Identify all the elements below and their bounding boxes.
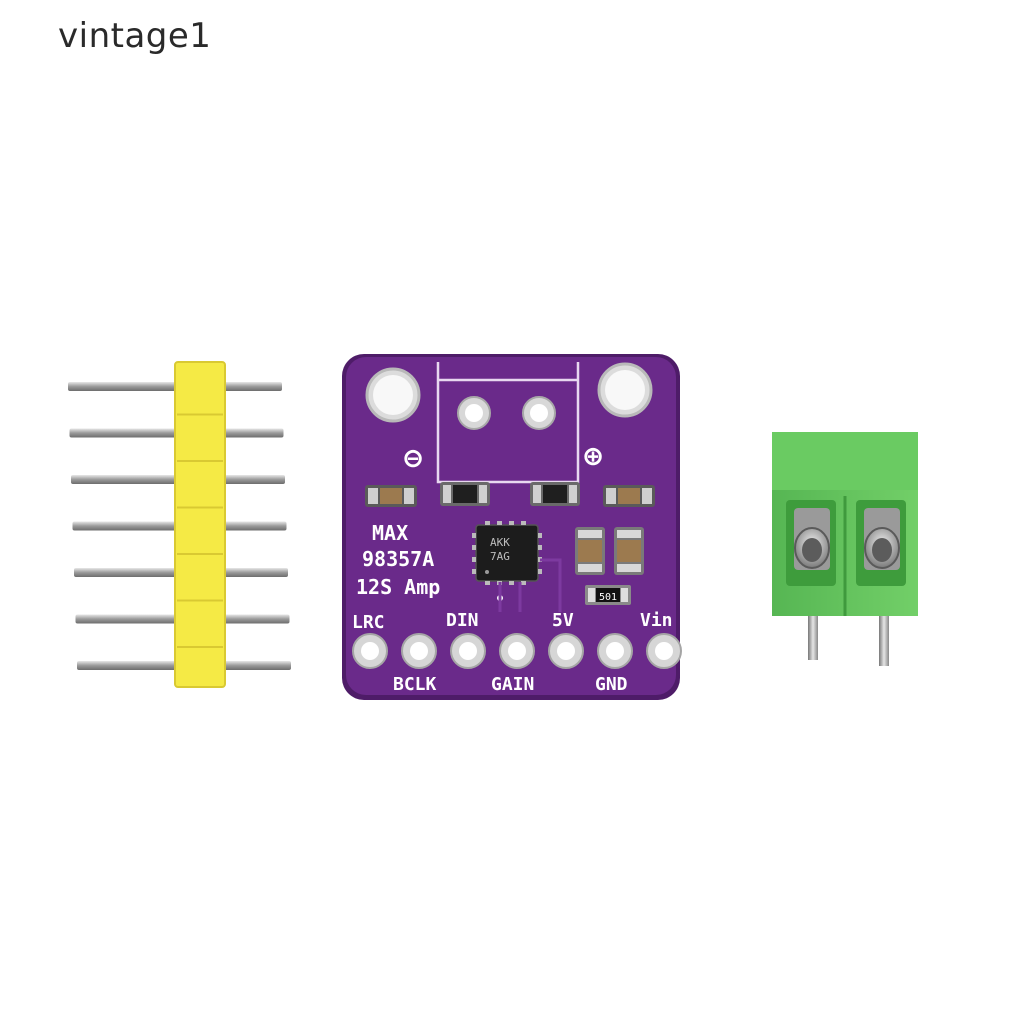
- pin-label-gain: GAIN: [491, 674, 534, 695]
- header-plastic: [174, 361, 226, 688]
- chip-marking-line2: 7AG: [490, 550, 510, 563]
- pin-label-gnd: GND: [595, 674, 628, 695]
- screw-right: [864, 508, 900, 570]
- chip-marking-line1: AKK: [490, 536, 510, 549]
- plus-mark: ⊕: [584, 439, 602, 474]
- smd-components-row: [365, 482, 655, 507]
- pin-label-5v: 5V: [552, 610, 574, 631]
- pin-label-lrc: LRC: [352, 612, 385, 633]
- silkscreen-line3: 12S Amp: [356, 575, 440, 599]
- board-pin-holes: [352, 633, 682, 669]
- terminal-top: [772, 432, 918, 490]
- pin-label-din: DIN: [446, 610, 479, 631]
- pin-label-bclk: BCLK: [393, 674, 437, 695]
- amplifier-board: ⊖ ⊕ MAX 98357A 12S Amp: [342, 354, 682, 700]
- amplifier-chip: AKK 7AG: [472, 521, 542, 585]
- resistor-501: 501: [585, 585, 631, 605]
- pin-label-vin: Vin: [640, 610, 673, 631]
- pin-header: [68, 361, 291, 688]
- screw-left: [794, 508, 830, 570]
- silkscreen-line2: 98357A: [362, 547, 434, 571]
- header-pins: [68, 382, 291, 670]
- watermark-text: vintage1: [58, 16, 212, 56]
- resistor-code: 501: [599, 592, 617, 603]
- minus-mark: ⊖: [404, 441, 422, 476]
- capacitors-right: [575, 527, 644, 575]
- silkscreen-line1: MAX: [372, 521, 408, 545]
- screw-terminal: [772, 432, 918, 666]
